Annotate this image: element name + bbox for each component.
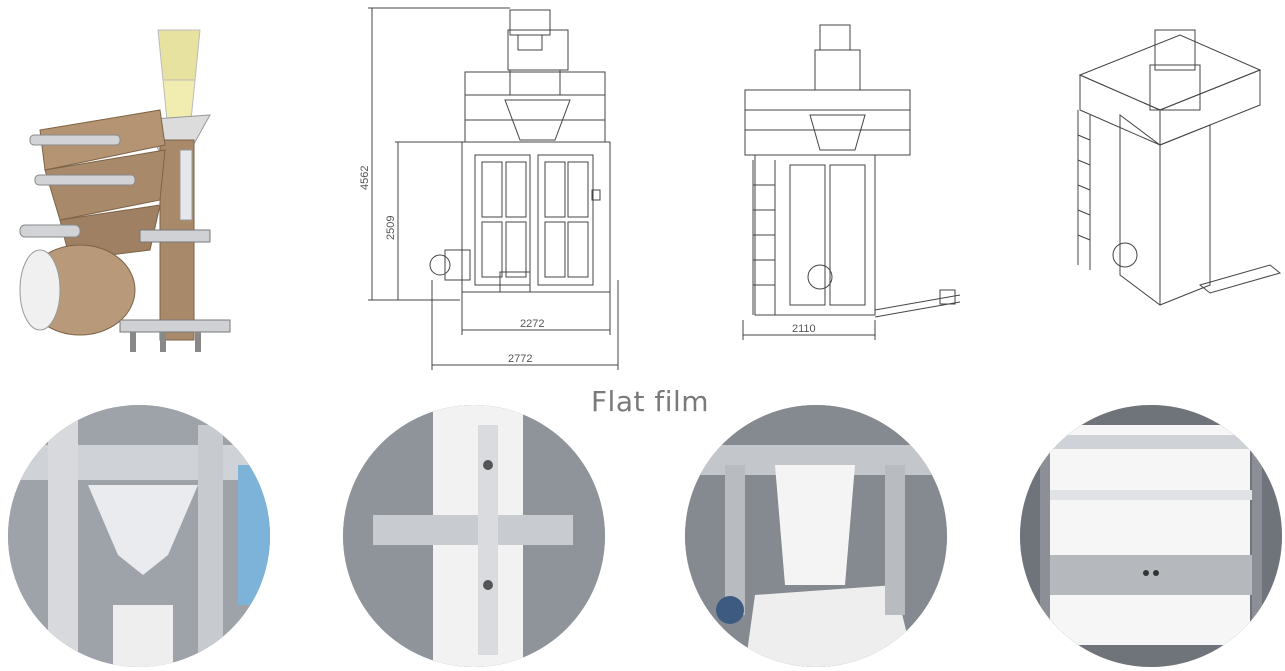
side-elevation-drawing: 2110: [742, 24, 961, 340]
dim-side-width: 2110: [792, 323, 816, 335]
film-path-render: [19, 29, 231, 352]
photo-vertical-tube: [343, 405, 605, 667]
dim-overall-width: 2772: [508, 353, 532, 365]
photo-film-guides: [685, 405, 947, 667]
isometric-drawing: [1077, 29, 1282, 306]
photo-forming-collar: [8, 405, 270, 667]
front-elevation-drawing: 4562 2509 2272 2772: [359, 7, 619, 370]
dim-total-height: 4562: [359, 166, 371, 190]
dim-platform-height: 2509: [385, 216, 397, 240]
photo-film-rollers: [1020, 405, 1282, 667]
dim-frame-width: 2272: [520, 318, 544, 330]
caption-flat-film: Flat film: [590, 385, 710, 418]
